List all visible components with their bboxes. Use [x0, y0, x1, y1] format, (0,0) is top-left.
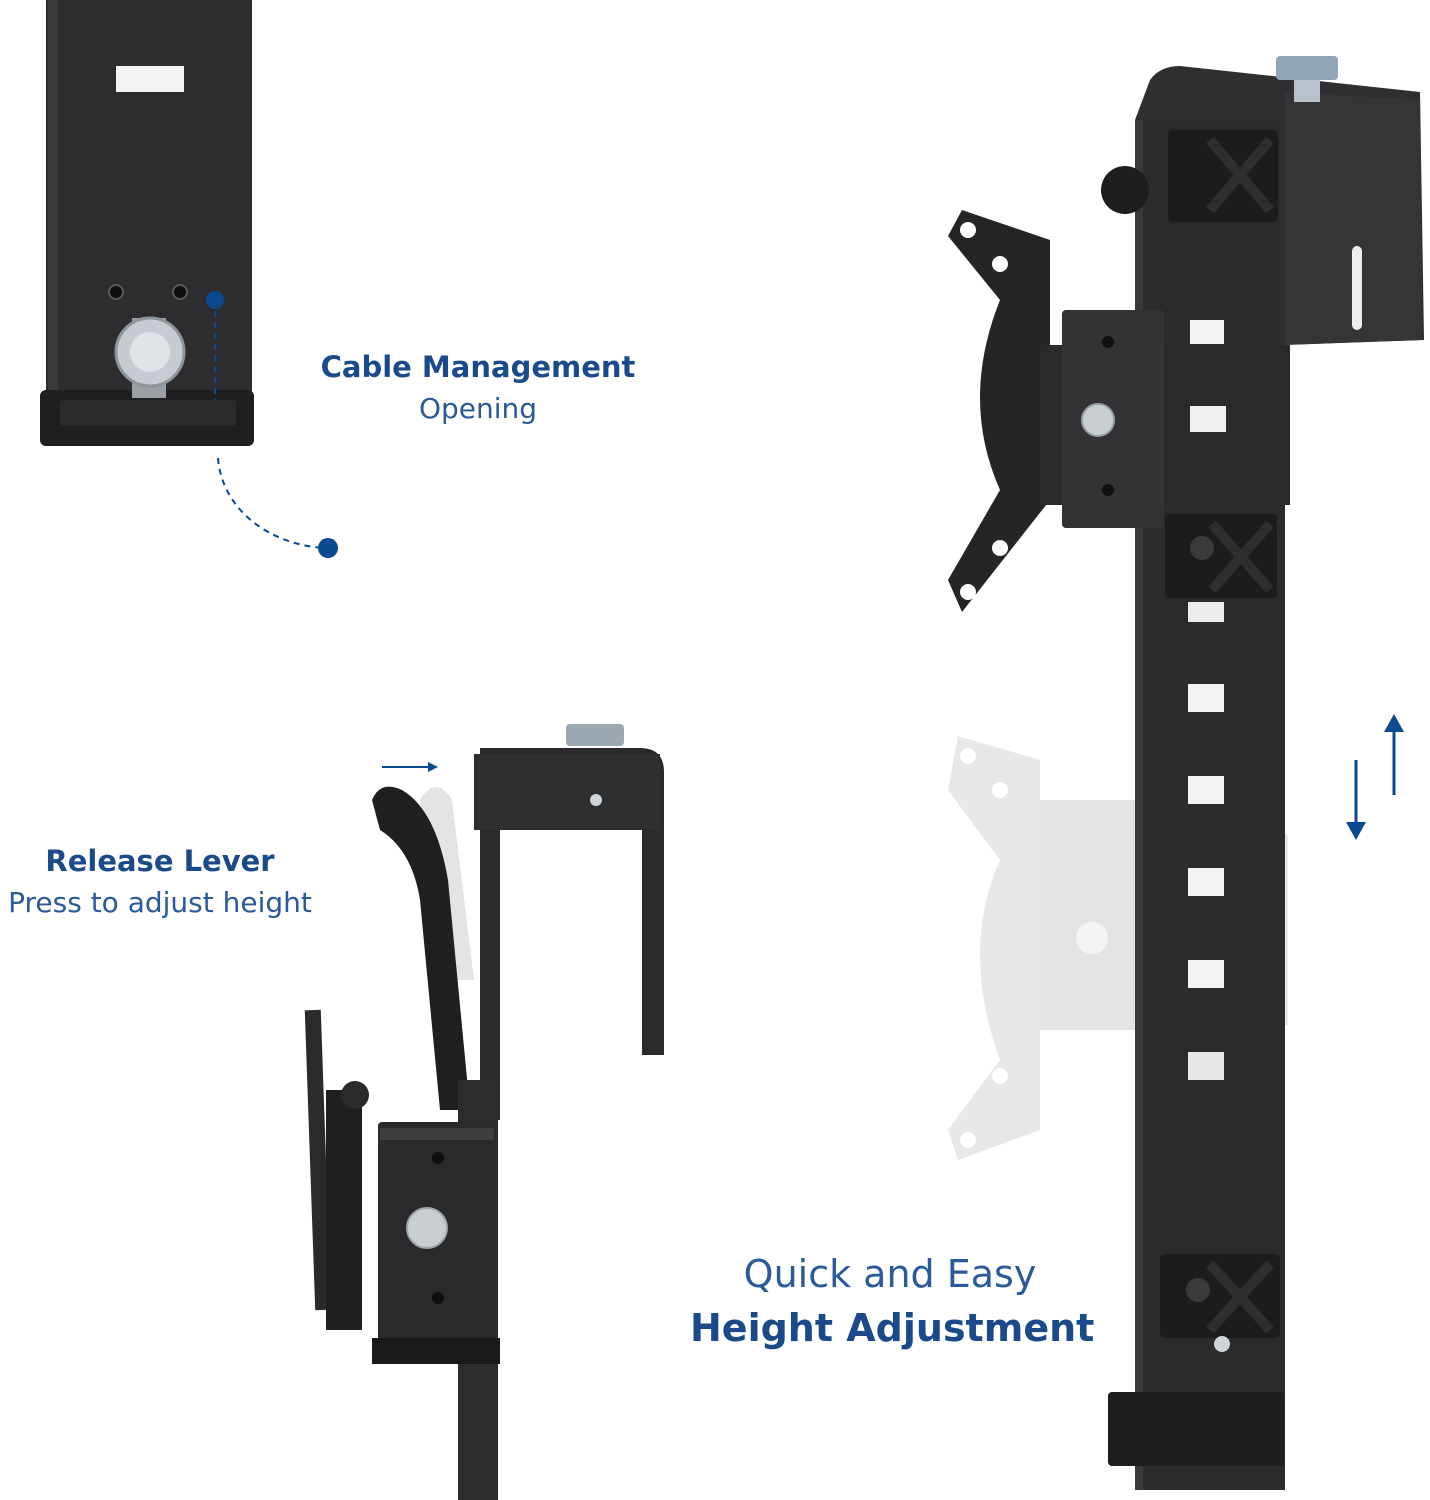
release-lever — [372, 786, 470, 1110]
release-lever-sideview — [304, 724, 664, 1500]
slot-cutout — [116, 66, 184, 92]
height-adjustment-callout: Quick and Easy Height Adjustment — [690, 1252, 1095, 1350]
clamp-pad — [1168, 130, 1278, 222]
main-bracket — [948, 56, 1424, 1490]
thumb-screw — [566, 724, 624, 746]
callout-subtitle: Opening — [418, 392, 538, 425]
callout-line2: Height Adjustment — [690, 1306, 1095, 1350]
cable-opening-closeup — [40, 0, 254, 446]
callout-title: Release Lever — [45, 844, 275, 878]
clamp-pad — [1165, 514, 1277, 598]
thumb-screw — [1276, 56, 1338, 80]
cable-callout-connector — [206, 291, 338, 558]
vesa-plate — [948, 210, 1050, 612]
callout-line1: Quick and Easy — [743, 1252, 1037, 1296]
height-adjust-arrows — [1346, 714, 1404, 840]
screw-hole — [172, 284, 188, 300]
callout-dot — [318, 538, 338, 558]
cable-management-callout: Cable Management Opening — [318, 350, 638, 425]
screw-hole — [108, 284, 124, 300]
release-lever-callout: Release Lever Press to adjust height — [0, 844, 320, 919]
callout-title: Cable Management — [320, 350, 636, 384]
callout-subtitle: Press to adjust height — [8, 886, 312, 919]
clamp-pad — [1160, 1254, 1280, 1338]
end-cap — [1108, 1392, 1284, 1466]
